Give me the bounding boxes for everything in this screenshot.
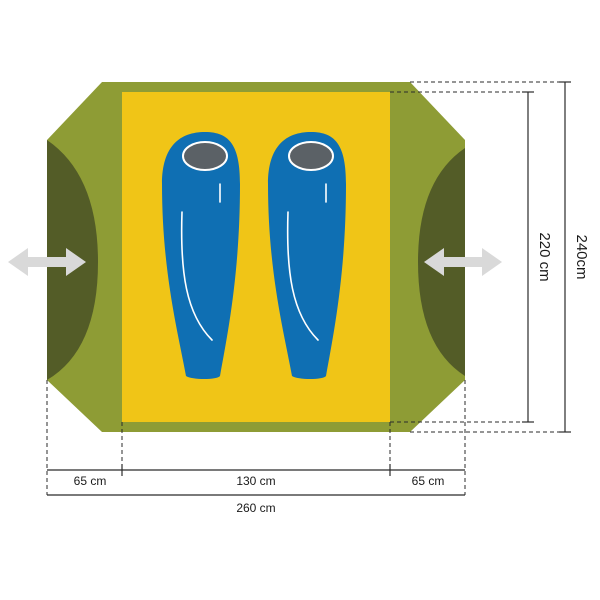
length-dimension-lines bbox=[522, 81, 571, 433]
horizontal-dashed-guides bbox=[390, 81, 568, 433]
sleeping-bag-1 bbox=[162, 132, 240, 379]
sleeping-bag-hood bbox=[182, 141, 228, 171]
sleeping-bag-hood bbox=[288, 141, 334, 171]
left-vestibule-label: 65 cm bbox=[74, 474, 107, 488]
right-entrance-arrow-icon bbox=[424, 248, 502, 276]
total-width-label: 260 cm bbox=[236, 501, 275, 515]
vertical-dashed-guides bbox=[46, 380, 466, 495]
sleeping-bag-zipper bbox=[180, 211, 213, 341]
inner-length-label: 220 cm bbox=[536, 232, 553, 281]
sleeping-bag-2 bbox=[268, 132, 346, 379]
right-vestibule-label: 65 cm bbox=[412, 474, 445, 488]
total-length-label: 240cm bbox=[573, 234, 590, 279]
sleeping-bag-zipper bbox=[286, 211, 319, 341]
inner-tent-floor bbox=[122, 92, 390, 422]
inner-width-label: 130 cm bbox=[236, 474, 275, 488]
left-entrance-arrow-icon bbox=[8, 248, 86, 276]
width-dimension-lines bbox=[47, 464, 465, 496]
